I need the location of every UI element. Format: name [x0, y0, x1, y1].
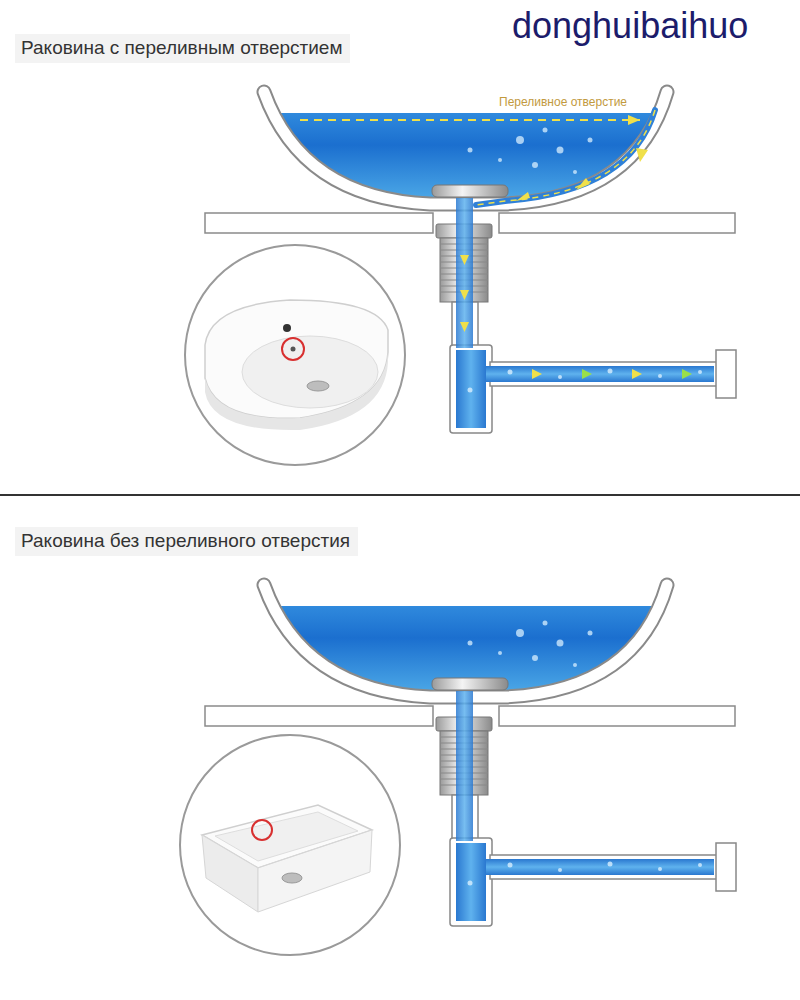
section-heading: Раковина с переливным отверстием	[21, 37, 342, 58]
callout-label-box: Переливное отверстие	[496, 90, 630, 111]
flow-arrows	[516, 192, 530, 201]
flow-arrows	[582, 369, 592, 379]
flow-arrows	[460, 322, 469, 332]
flow-arrows	[682, 369, 692, 379]
section-heading-box: Раковина без переливного отверстия	[15, 527, 358, 556]
zoom-photo	[185, 245, 405, 465]
zoom-photo	[252, 820, 272, 840]
divider	[0, 494, 800, 496]
watermark-box: donghuibaihuo	[512, 4, 748, 47]
zoom-photo	[180, 735, 400, 955]
flow-arrows	[460, 290, 469, 300]
zoom-photo	[282, 338, 304, 360]
flow-arrows	[632, 369, 642, 379]
flow-arrows	[460, 255, 469, 265]
overflow-channel	[476, 110, 655, 205]
section-heading-box: Раковина с переливным отверстием	[15, 34, 350, 63]
zoom-photo	[242, 336, 378, 408]
flow-arrows	[532, 369, 542, 379]
flow-arrows	[300, 119, 640, 121]
callout-label: Переливное отверстие	[499, 95, 627, 109]
section-heading: Раковина без переливного отверстия	[21, 530, 350, 551]
zoom-photo	[307, 381, 329, 391]
flow-arrows	[576, 178, 590, 190]
zoom-photo	[185, 245, 405, 465]
zoom-photo	[291, 347, 296, 352]
watermark: donghuibaihuo	[512, 5, 748, 46]
zoom-photo	[283, 324, 291, 332]
zoom-photo	[215, 812, 358, 861]
zoom-photo	[180, 735, 400, 955]
flow-arrows	[636, 148, 648, 162]
zoom-photo	[282, 873, 302, 883]
overflow-channel	[476, 110, 655, 205]
overflow-channel	[476, 110, 655, 205]
flow-arrows	[628, 115, 640, 125]
